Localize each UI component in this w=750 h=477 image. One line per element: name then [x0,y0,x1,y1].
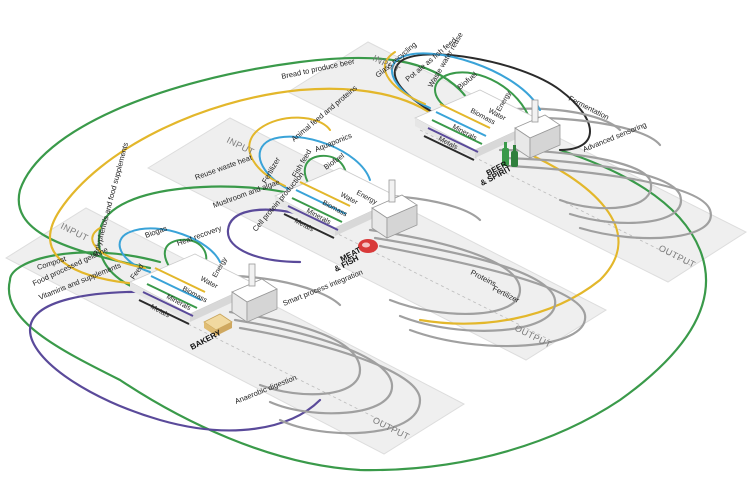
bread-icon [203,313,233,336]
flow-label-biofuel-mid: Biofuel [322,151,346,172]
resource-lines [91,51,541,273]
factory-icon [514,99,561,159]
flow-label-smart-process: Smart process integration [281,267,364,307]
factory-icon [371,179,418,239]
flow-yellow-right [418,148,620,325]
flow-purple-bakery [28,290,322,432]
facility-meat-fish: Energy Water Biomass Minerals Metals MEA… [274,167,418,274]
flow-purple-meat [226,208,302,264]
flow-yellow-outer [48,87,442,287]
bottles-icon [502,142,518,167]
flow-label-aquaponics: Aquaponics [313,131,353,154]
flow-green-outer [7,148,708,472]
factory-icon [231,263,278,323]
flow-bread-to-beer [17,56,473,270]
flow-label-fermentation: Fermentation [567,94,610,122]
facility-beer-spirit: Energy Water Biomass Minerals Metals BEE… [414,89,561,188]
flow-label-biogas: Biogas [144,223,169,239]
steak-icon [358,239,378,253]
